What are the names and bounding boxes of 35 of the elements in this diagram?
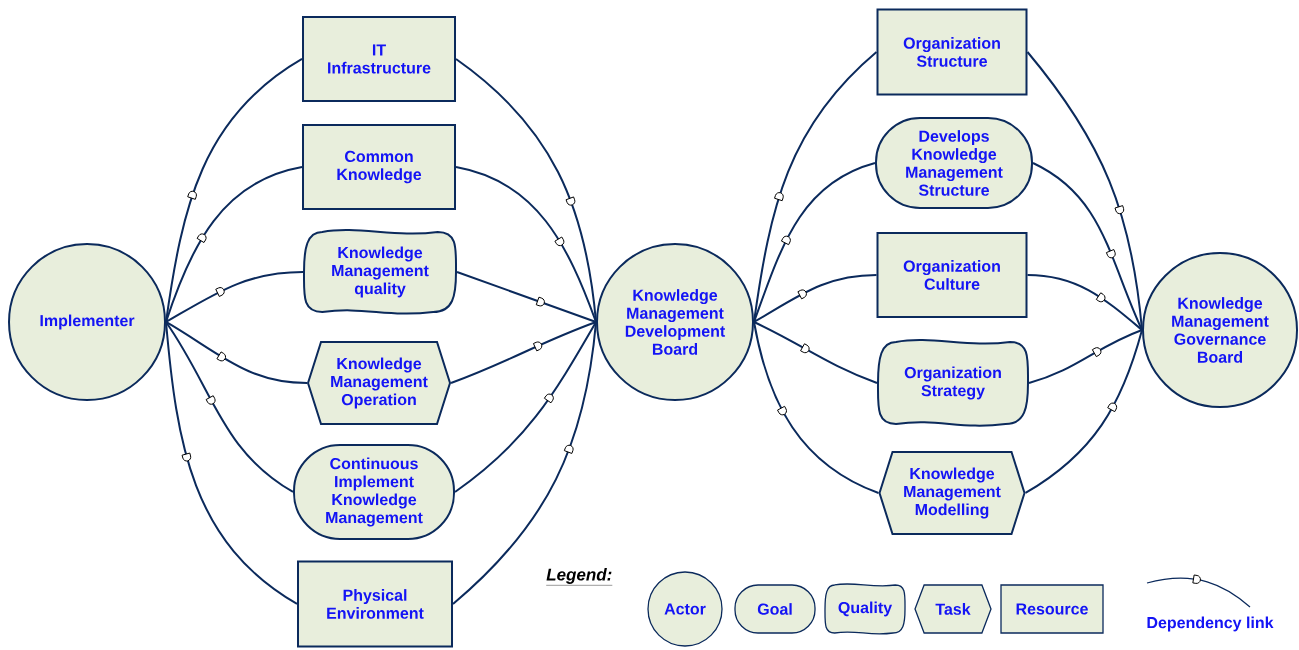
resource-box: IT Infrastructure	[302, 16, 456, 102]
task-hexagon: Knowledge Management Modelling	[878, 451, 1026, 535]
dependency-link	[753, 321, 880, 494]
dependency-link	[753, 162, 876, 323]
dependency-link	[1028, 329, 1143, 384]
dependency-link	[456, 271, 597, 323]
legend-item: Resource	[1000, 584, 1104, 634]
dependency-link	[165, 271, 304, 323]
resource-box: Physical Environment	[297, 560, 453, 648]
dependency-link	[1032, 162, 1143, 331]
legend-item: Quality	[824, 583, 906, 635]
dependency-link	[165, 58, 303, 323]
dependency-link	[455, 58, 597, 323]
dependency-link	[1024, 329, 1143, 494]
dependency-link	[1026, 274, 1143, 331]
dependency-link	[165, 166, 303, 323]
dependency-link	[455, 166, 597, 323]
dependency-link	[454, 321, 597, 493]
dependency-link	[1026, 51, 1143, 331]
resource-box: Organization Culture	[876, 232, 1028, 318]
dependency-link	[165, 321, 298, 605]
legend-item: Goal	[734, 584, 816, 634]
legend-item: Dependency link	[1146, 574, 1274, 632]
dependency-link	[452, 321, 597, 605]
resource-box: Organization Structure	[876, 8, 1028, 96]
dependency-link	[753, 321, 878, 384]
dependency-link	[165, 321, 294, 493]
resource-box: Common Knowledge	[302, 124, 456, 210]
legend-heading: Legend:	[546, 568, 613, 586]
legend-item: Actor	[647, 571, 723, 647]
legend-item: Task	[914, 584, 992, 634]
dependency-link	[753, 274, 878, 323]
dependency-link	[450, 321, 597, 384]
dependency-link	[165, 321, 308, 384]
dependency-link	[753, 51, 878, 323]
